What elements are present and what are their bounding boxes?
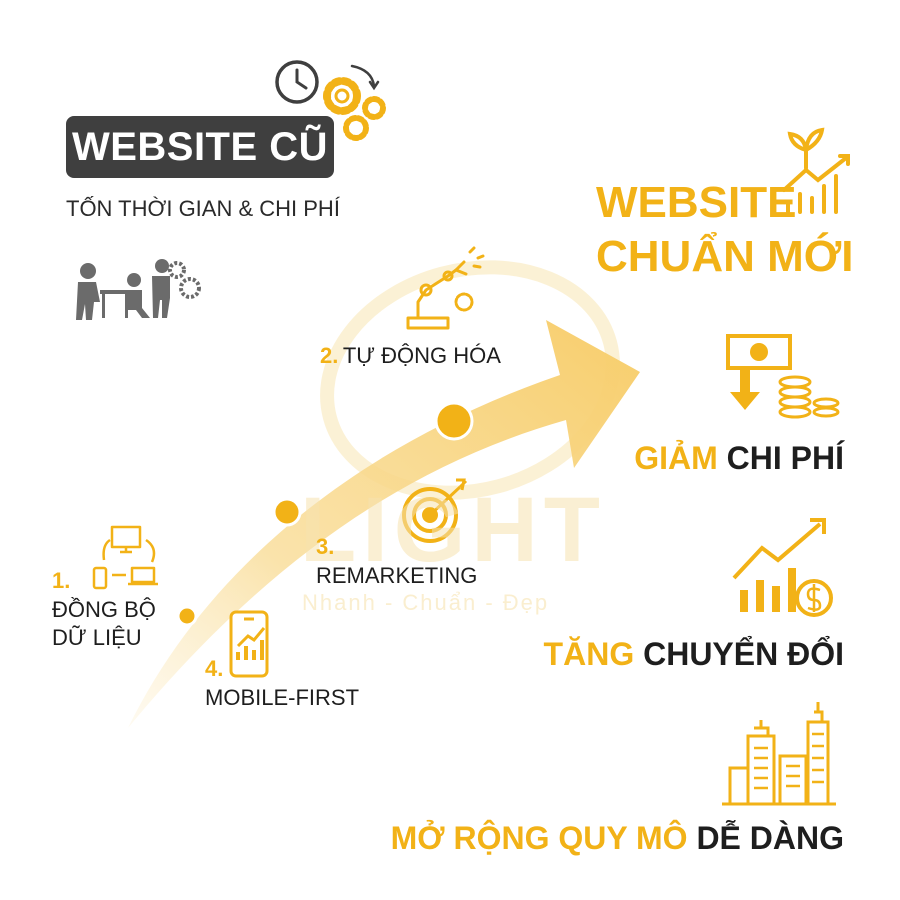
benefit-reduce-cost: GIẢM CHI PHÍ <box>634 440 844 477</box>
step-dot-1 <box>176 605 198 627</box>
step-4: 4. MOBILE-FIRST <box>205 656 359 712</box>
watermark-tagline: Nhanh - Chuẩn - Đẹp <box>302 590 550 615</box>
step-1-label-line2: DỮ LIỆU <box>52 625 142 650</box>
benefit-increase-conversion-text: CHUYỂN ĐỔI <box>643 636 844 672</box>
step-3-label: REMARKETING <box>316 563 478 588</box>
step-1-number: 1. <box>52 568 71 593</box>
step-3: 3. REMARKETING <box>316 534 477 590</box>
benefit-scale-up-highlight: MỞ RỘNG QUY MÔ <box>390 820 688 856</box>
clock-gears-icon <box>275 60 386 141</box>
old-website-badge: WEBSITE CŨ <box>66 116 334 178</box>
benefit-scale-up: MỞ RỘNG QUY MÔ DỄ DÀNG <box>391 820 844 857</box>
conversion-chart-icon <box>732 518 833 617</box>
new-website-title-line2: CHUẨN MỚI <box>596 232 854 281</box>
step-4-label: MOBILE-FIRST <box>205 685 360 710</box>
step-4-number: 4. <box>205 656 224 681</box>
benefit-scale-up-text: DỄ DÀNG <box>696 820 844 856</box>
benefit-increase-conversion: TĂNG CHUYỂN ĐỔI <box>544 636 844 673</box>
step-2-number: 2. <box>320 343 339 368</box>
benefit-increase-conversion-highlight: TĂNG <box>543 636 635 672</box>
robot-arm-icon <box>406 246 485 330</box>
new-website-title: WEBSITE CHUẨN MỚI <box>596 176 854 284</box>
new-website-title-line1: WEBSITE <box>596 178 797 227</box>
benefit-reduce-cost-text: CHI PHÍ <box>726 440 844 476</box>
step-2: 2. TỰ ĐỘNG HÓA <box>320 342 501 370</box>
step-2-label: TỰ ĐỘNG HÓA <box>342 343 501 368</box>
step-dot-2 <box>272 497 302 527</box>
workers-icon <box>76 259 201 320</box>
money-down-icon <box>726 334 840 419</box>
step-1: 1. ĐỒNG BỘ DỮ LIỆU <box>52 568 156 652</box>
plant-growth-icon <box>782 127 850 214</box>
growth-arrow <box>128 320 640 728</box>
city-buildings-icon <box>722 702 836 806</box>
devices-sync-icon <box>92 525 158 590</box>
watermark-brand: LIGHT <box>300 479 606 581</box>
step-3-number: 3. <box>316 534 335 559</box>
benefit-reduce-cost-highlight: GIẢM <box>634 440 718 476</box>
target-icon <box>402 478 468 543</box>
step-1-label-line1: ĐỒNG BỘ <box>52 597 156 622</box>
watermark-logo <box>320 260 620 500</box>
step-dot-3 <box>434 401 474 441</box>
smartphone-chart-icon <box>229 610 269 678</box>
old-website-subtitle: TỐN THỜI GIAN & CHI PHÍ <box>66 196 340 221</box>
